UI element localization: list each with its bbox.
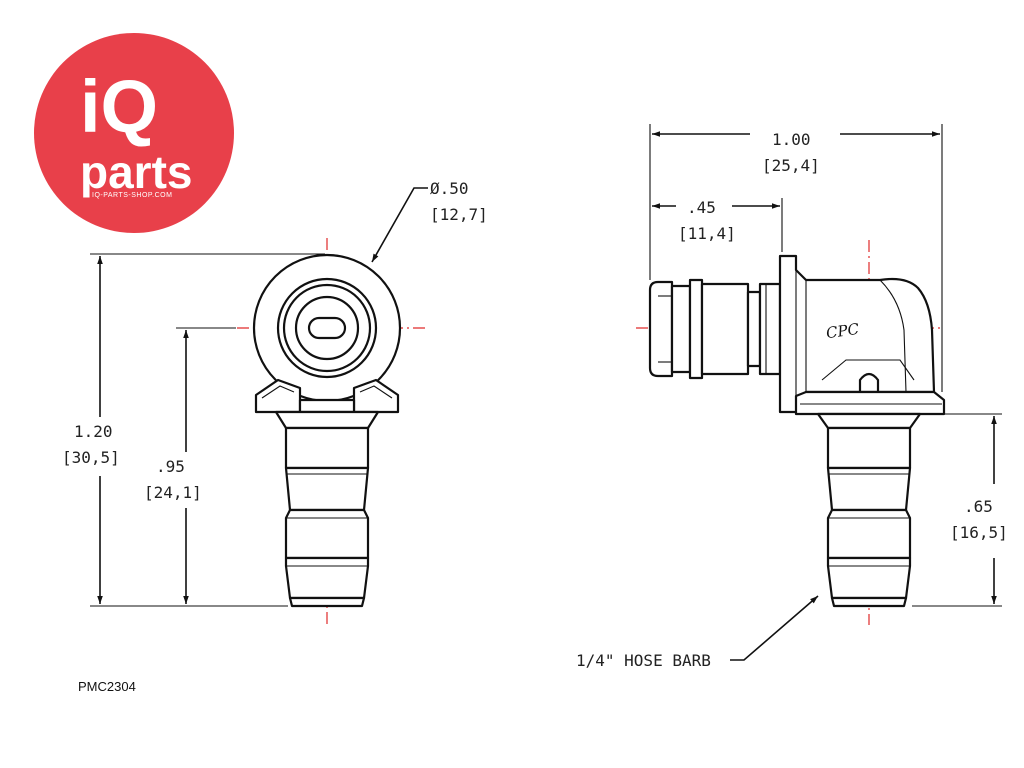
head-ring-inner <box>282 283 372 373</box>
side-view: CPC 1.00 [25,4] .45 [11,4] .65 [16,5] <box>576 124 1008 670</box>
logo-line1: iQ <box>80 65 158 148</box>
right-ear-detail <box>359 385 393 399</box>
side-barb-neck <box>826 426 912 470</box>
elbow-rib <box>821 359 915 381</box>
length-in-label: 1.00 <box>772 130 811 149</box>
head-outer-circle <box>252 253 402 403</box>
insert-in-label: .45 <box>687 198 716 217</box>
insert-nose <box>648 280 674 378</box>
part-code: PMC2304 <box>78 679 136 694</box>
left-ear <box>254 378 302 414</box>
insert-mm-label: [11,4] <box>678 224 736 243</box>
logo-circle <box>34 33 234 233</box>
insert-oring <box>688 278 704 380</box>
cpc-mark: CPC <box>825 320 861 342</box>
side-flange <box>794 390 946 416</box>
height-mm-label: [30,5] <box>62 448 120 467</box>
diameter-leader <box>371 187 428 263</box>
diameter-mm-label: [12,7] <box>430 205 488 224</box>
center-height-in-label: .95 <box>156 457 185 476</box>
insert-shoulder <box>758 282 782 376</box>
side-barb-collar <box>816 412 922 430</box>
hose-barb-label: 1/4" HOSE BARB <box>576 651 711 670</box>
logo-tagline: IQ-PARTS-SHOP.COM <box>92 192 172 199</box>
barb-tier-3 <box>284 556 370 600</box>
barb-tip <box>288 596 366 608</box>
hose-barb-leader <box>730 595 819 661</box>
head-bore <box>294 295 360 361</box>
barb-height-in-label: .65 <box>964 497 993 516</box>
left-ear-detail <box>261 385 295 399</box>
head-ring-outer <box>276 277 378 379</box>
barb-height-mm-label: [16,5] <box>950 523 1008 542</box>
barb-collar <box>274 410 380 430</box>
height-in-label: 1.20 <box>74 422 113 441</box>
flange-base <box>298 398 356 414</box>
center-height-mm-label: [24,1] <box>144 483 202 502</box>
logo-line2: parts <box>80 146 192 198</box>
diameter-in-label: Ø.50 <box>430 179 469 198</box>
iq-parts-logo: iQ parts IQ-PARTS-SHOP.COM <box>34 33 234 233</box>
side-barb-tier-2 <box>826 508 912 560</box>
elbow-curve-line <box>879 279 907 393</box>
insert-groove <box>746 290 762 368</box>
front-view: 1.20 [30,5] .95 [24,1] Ø.50 [12,7] <box>62 179 488 625</box>
side-barb-tip <box>830 596 908 608</box>
elbow-window <box>858 372 880 396</box>
insert-shank <box>700 282 750 376</box>
barb-tier-2 <box>284 508 370 560</box>
side-barb-tier-3 <box>826 556 912 600</box>
insert-oring-groove <box>670 284 692 374</box>
length-mm-label: [25,4] <box>762 156 820 175</box>
barb-neck <box>284 426 370 470</box>
right-ear <box>352 378 400 414</box>
head-slot <box>307 316 347 340</box>
